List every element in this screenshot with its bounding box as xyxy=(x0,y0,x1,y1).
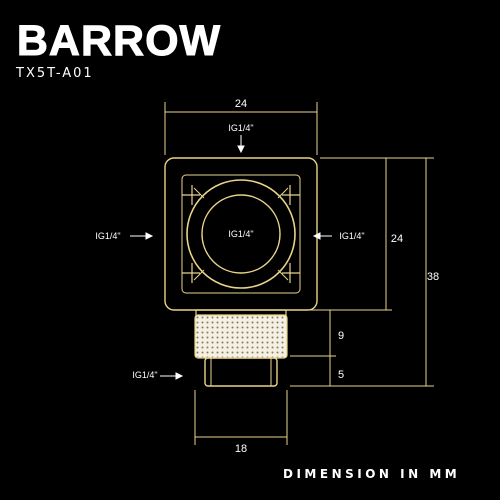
model-number: TX5T-A01 xyxy=(16,66,94,81)
port-label-right: IG1/4" xyxy=(339,231,364,241)
port-label-center: IG1/4" xyxy=(228,229,253,239)
port-label-bottom: IG1/4" xyxy=(132,370,157,380)
port-inner-ring xyxy=(201,194,281,274)
port-label-left: IG1/4" xyxy=(95,231,120,241)
dimension-height-total: 38 xyxy=(427,271,439,283)
brand-logo: BARROW xyxy=(16,18,221,62)
dimension-width-bottom: 18 xyxy=(235,443,247,455)
port-label-top: IG1/4" xyxy=(228,123,253,133)
thread-section xyxy=(204,357,278,387)
dimension-knurl: 9 xyxy=(338,330,344,342)
port-outer-ring xyxy=(186,179,296,289)
corner-marks xyxy=(182,185,300,283)
brand-wordmark: BARROW xyxy=(17,18,221,62)
units-note: DIMENSION IN MM xyxy=(283,467,461,481)
dimension-width-top: 24 xyxy=(235,98,247,110)
knurled-ring xyxy=(194,314,288,359)
dimension-height-body: 24 xyxy=(391,233,403,245)
dimension-thread: 5 xyxy=(338,369,344,381)
body-inner-frame xyxy=(181,174,301,294)
